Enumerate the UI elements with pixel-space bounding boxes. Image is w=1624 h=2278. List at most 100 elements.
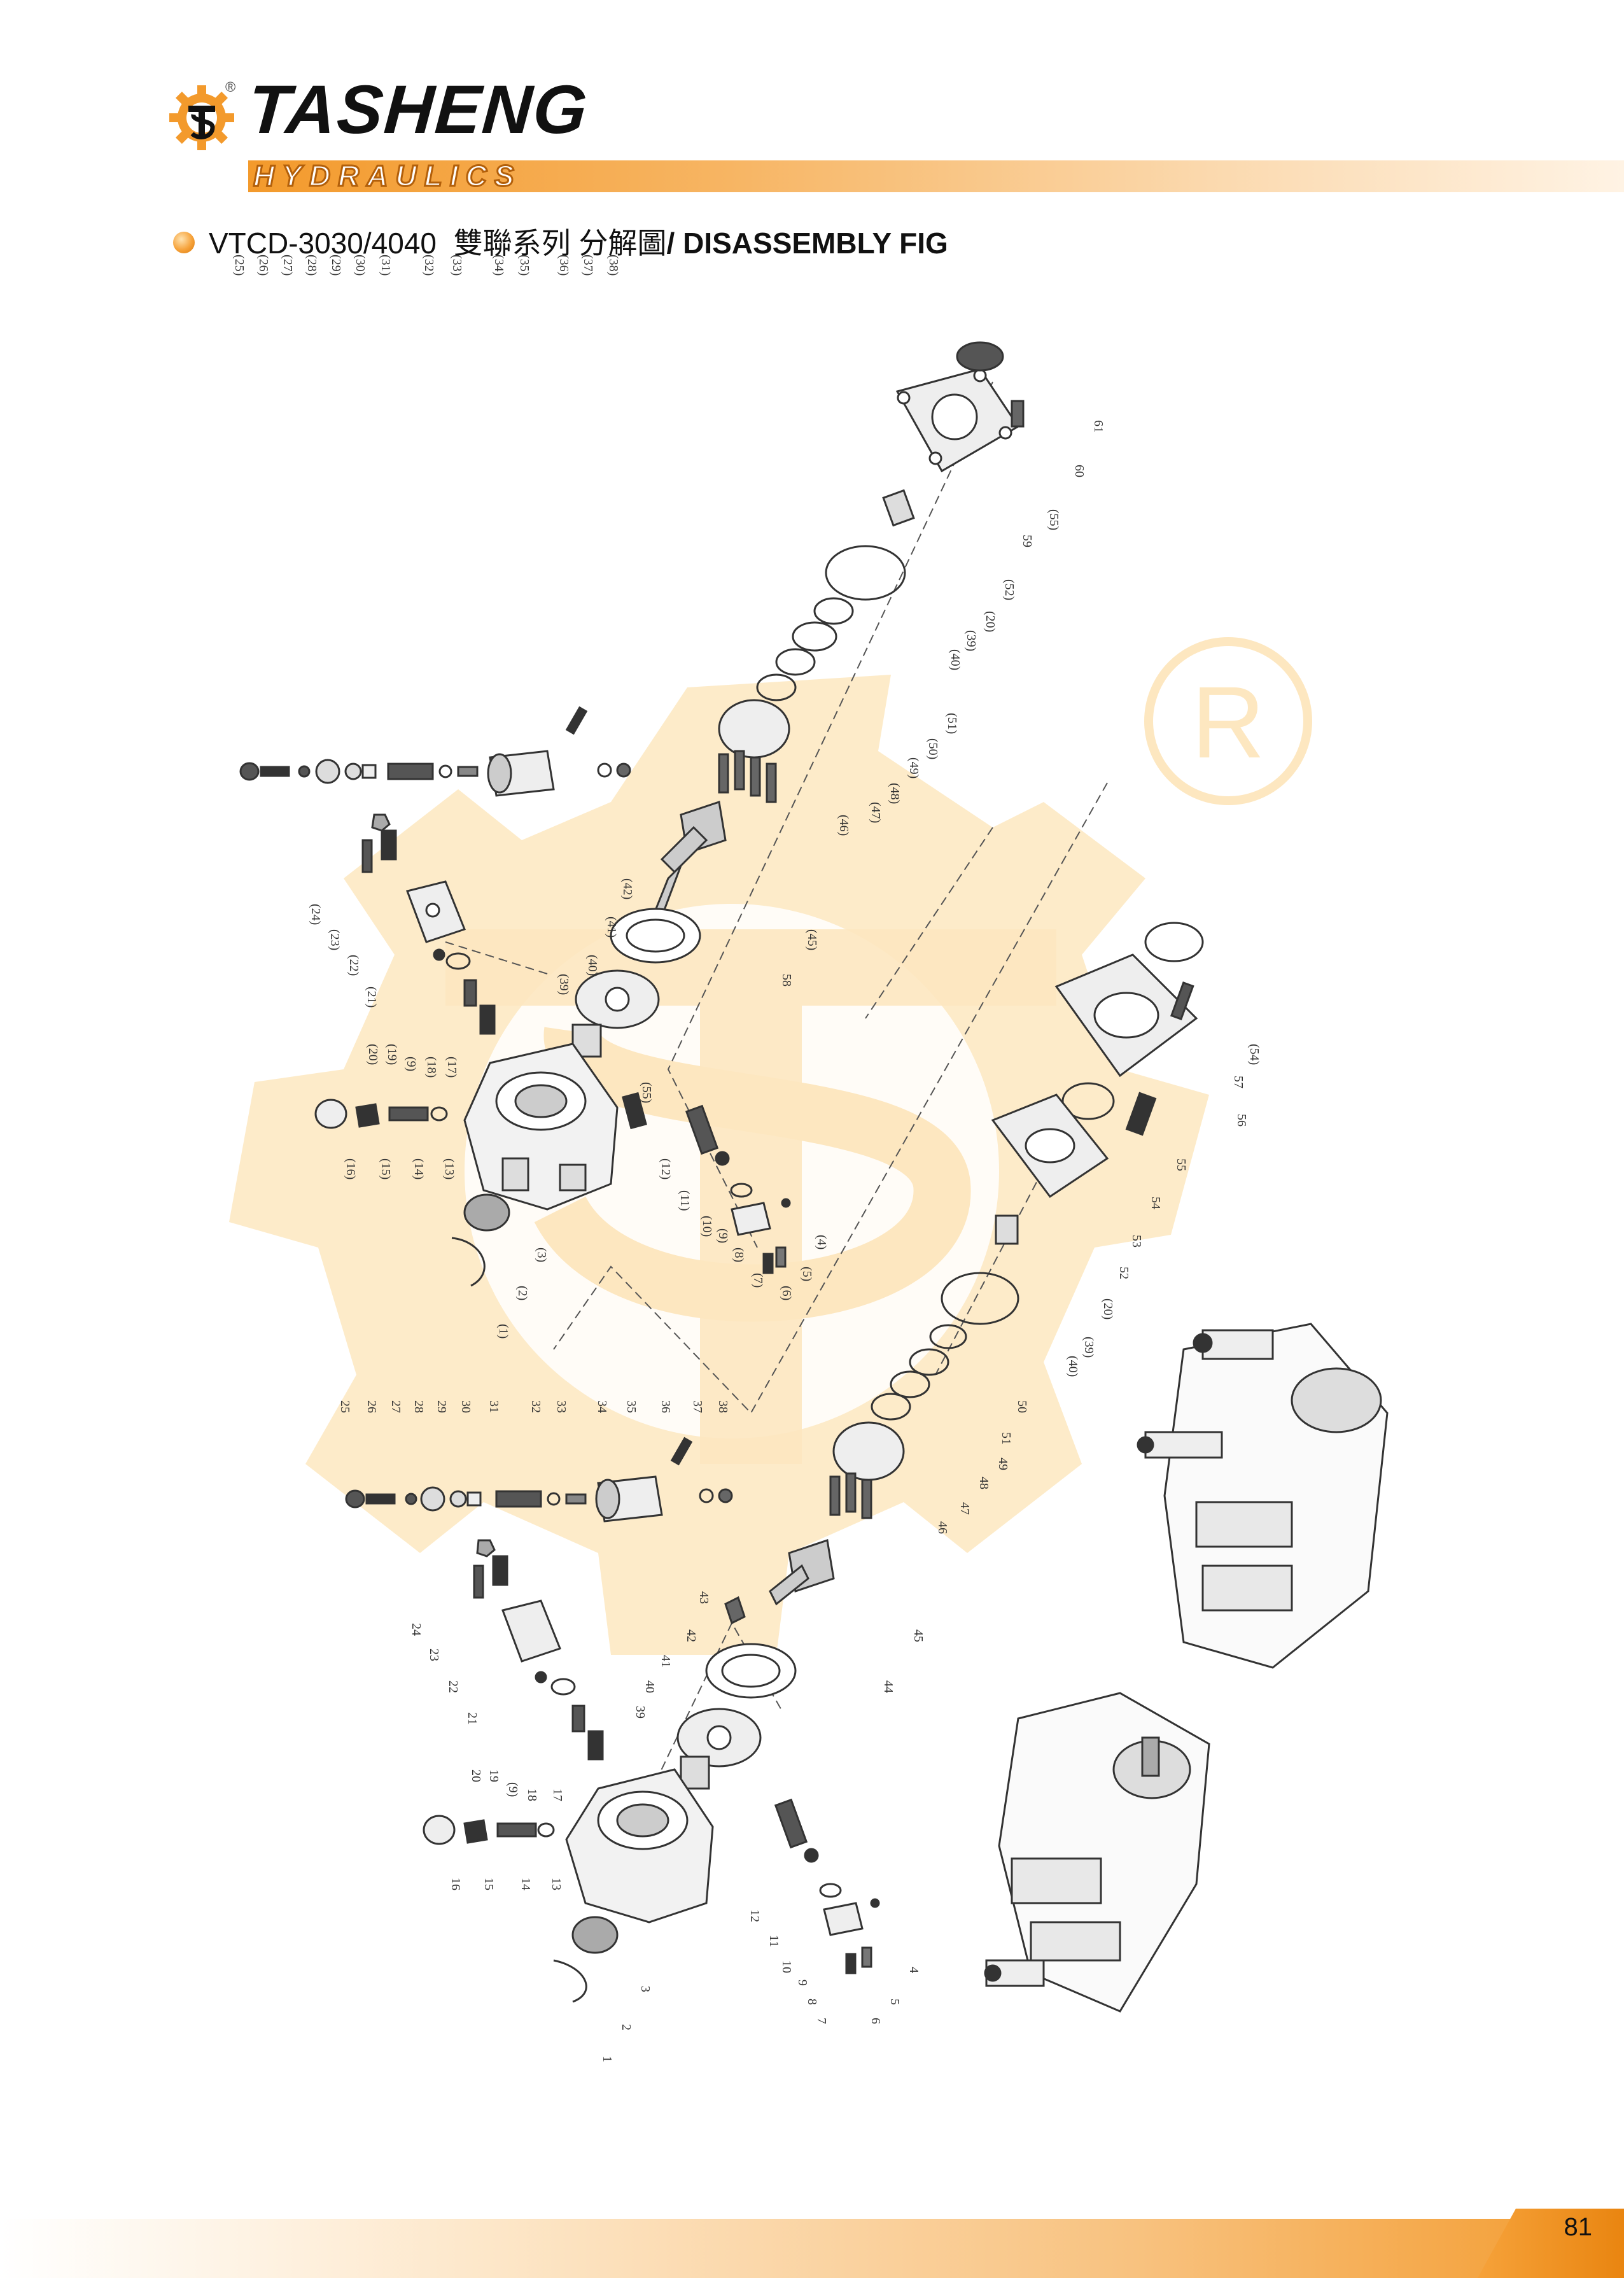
lower-vane-rotor — [829, 1472, 872, 1519]
part-label: (16) — [344, 1158, 358, 1179]
part-label: (18) — [424, 1057, 438, 1078]
assembled-pump-front-view — [1137, 1323, 1389, 1669]
part-label: 30 — [459, 1400, 473, 1413]
part-label: 35 — [624, 1400, 638, 1413]
part-label: 56 — [1235, 1114, 1249, 1127]
part-label: (39) — [964, 630, 978, 651]
lower-control-valve — [345, 1437, 733, 1522]
part-label: 55 — [1174, 1158, 1188, 1171]
part-label: 2 — [619, 2024, 633, 2030]
part-label: 37 — [690, 1400, 704, 1413]
part-label: 13 — [549, 1878, 563, 1890]
part-label: 61 — [1091, 420, 1105, 433]
lower-valve-block — [473, 1539, 604, 1761]
part-label: 9 — [795, 1979, 809, 1986]
part-label: (40) — [1066, 1356, 1080, 1377]
upper-pilot-parts — [622, 1092, 791, 1274]
footer-band — [0, 2219, 1624, 2278]
part-label: 22 — [446, 1680, 460, 1693]
part-label: 7 — [815, 2018, 829, 2024]
part-label: (20) — [983, 611, 997, 632]
part-label: 45 — [911, 1629, 925, 1642]
part-label: 53 — [1130, 1235, 1144, 1248]
part-label: 6 — [869, 2018, 883, 2024]
upper-mid-cover — [871, 922, 1204, 1421]
part-label: 1 — [600, 2056, 614, 2062]
part-label: (29) — [329, 255, 343, 276]
part-label: (19) — [385, 1044, 399, 1065]
part-label: 50 — [1015, 1400, 1029, 1413]
part-label: (54) — [1247, 1044, 1261, 1065]
part-label: 31 — [487, 1400, 501, 1413]
part-label: 17 — [550, 1789, 564, 1801]
part-label: 57 — [1231, 1076, 1245, 1088]
part-label: (23) — [328, 929, 342, 950]
part-label: 32 — [529, 1400, 543, 1413]
part-label: (15) — [379, 1158, 393, 1179]
part-label: (39) — [1082, 1337, 1096, 1358]
part-label: (26) — [256, 255, 270, 276]
upper-control-valve — [239, 706, 631, 797]
assembled-pump-back-view — [984, 1692, 1210, 2013]
part-label: 25 — [338, 1400, 352, 1413]
part-label: (10) — [700, 1216, 714, 1237]
part-label: (20) — [366, 1044, 380, 1065]
part-label: (6) — [780, 1286, 794, 1300]
brand-name: TASHENG — [245, 71, 591, 148]
upper-cam-ring — [718, 699, 790, 759]
part-label: 48 — [977, 1477, 991, 1489]
part-label: (2) — [515, 1286, 529, 1300]
title-en: / DISASSEMBLY FIG — [666, 227, 948, 260]
part-label: 44 — [881, 1680, 895, 1693]
part-label: 11 — [767, 1935, 781, 1947]
lower-pilot-parts — [774, 1798, 880, 1974]
part-label: 3 — [638, 1986, 652, 1992]
lower-cam-ring — [832, 1421, 905, 1481]
upper-housing — [463, 1043, 619, 1211]
part-label: (9) — [404, 1057, 418, 1071]
part-label: (55) — [1047, 509, 1061, 530]
upper-bearing-2 — [463, 1193, 510, 1232]
upper-cap-16 — [314, 1099, 347, 1129]
part-label: (39) — [557, 974, 571, 995]
part-label: (42) — [620, 878, 634, 899]
part-label: (4) — [815, 1235, 829, 1249]
part-label: 36 — [659, 1400, 673, 1413]
upper-end-cover — [895, 341, 1025, 473]
diagram-canvas: R — [229, 255, 1389, 2062]
upper-vane-rotor — [718, 750, 777, 803]
part-label: (38) — [606, 255, 620, 276]
part-label: (49) — [907, 757, 921, 778]
lower-housing — [565, 1768, 714, 1923]
part-label: (8) — [732, 1248, 746, 1262]
part-label: (40) — [948, 649, 962, 670]
part-label: (40) — [585, 955, 599, 976]
part-label: (3) — [535, 1248, 549, 1262]
part-label: (13) — [442, 1158, 456, 1179]
part-label: (46) — [837, 815, 851, 836]
part-label: 5 — [888, 1999, 902, 2005]
part-label: 42 — [684, 1629, 698, 1642]
part-label: (9) — [716, 1228, 730, 1243]
part-label: 39 — [633, 1706, 647, 1719]
part-label: 16 — [449, 1878, 463, 1890]
part-label: 14 — [519, 1878, 533, 1890]
part-label: 34 — [595, 1400, 609, 1413]
part-label: (30) — [353, 255, 367, 276]
part-label: (7) — [751, 1273, 765, 1288]
part-label: (55) — [640, 1082, 654, 1103]
part-label: (37) — [581, 255, 595, 276]
part-label: (24) — [309, 904, 323, 925]
part-label: (32) — [422, 255, 436, 276]
part-label: 8 — [805, 1999, 819, 2005]
part-label: 4 — [907, 1967, 921, 1973]
part-label: 47 — [958, 1502, 972, 1515]
lower-assembly — [345, 1421, 905, 2003]
part-label: (36) — [557, 255, 571, 276]
part-label: (14) — [412, 1158, 426, 1179]
page-header: ® TASHENG HYDRAULICS VTCD-3030/4040 雙聯系列… — [0, 0, 1624, 260]
part-label: (28) — [305, 255, 319, 276]
part-label: (27) — [281, 255, 295, 276]
part-label: 46 — [935, 1521, 949, 1534]
